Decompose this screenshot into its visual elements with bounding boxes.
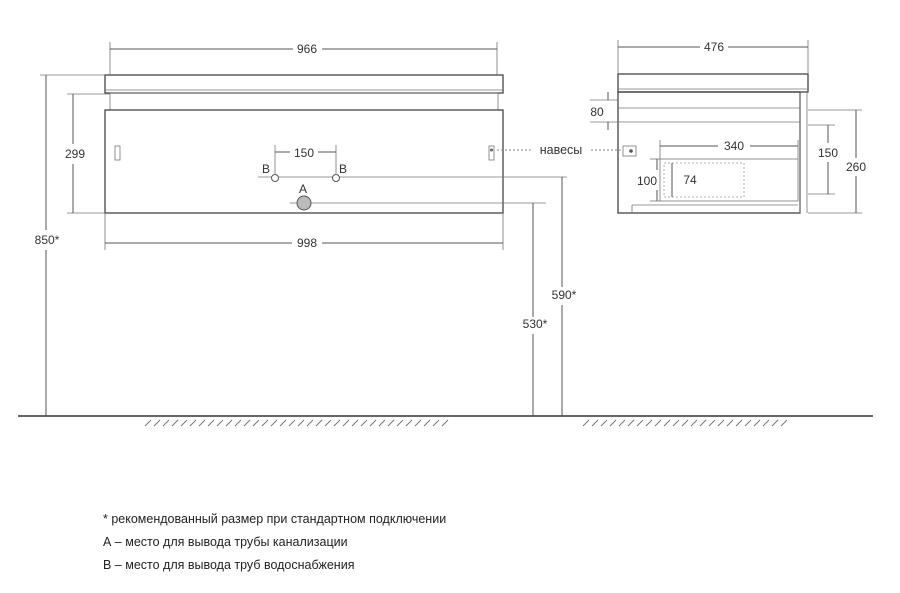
hatch-mark xyxy=(753,419,761,427)
hatch-mark xyxy=(735,419,743,427)
hatch-mark xyxy=(771,419,779,427)
floor-hatching-left xyxy=(144,419,449,427)
hatch-mark xyxy=(396,419,404,427)
hatch-mark xyxy=(405,419,413,427)
hatch-mark xyxy=(162,419,170,427)
hatch-mark xyxy=(189,419,197,427)
hatch-mark xyxy=(180,419,188,427)
legend-line-1: * рекомендованный размер при стандартном… xyxy=(103,512,447,526)
dim-width-top: 966 xyxy=(297,42,317,56)
top-strip xyxy=(109,92,499,111)
hatch-mark xyxy=(153,419,161,427)
side-view: навесы 476 80 340 150 260 xyxy=(497,40,866,214)
hatch-mark xyxy=(672,419,680,427)
dim-height-260: 260 xyxy=(846,160,866,174)
hatch-mark xyxy=(315,419,323,427)
hatch-mark xyxy=(360,419,368,427)
dim-depth: 476 xyxy=(704,40,724,54)
hatch-mark xyxy=(654,419,662,427)
dim-height-total: 850* xyxy=(35,233,60,247)
legend-line-2: А – место для вывода трубы канализации xyxy=(103,535,348,549)
hatch-mark xyxy=(243,419,251,427)
hatch-mark xyxy=(261,419,269,427)
hatch-mark xyxy=(414,419,422,427)
hatch-mark xyxy=(351,419,359,427)
dim-height-150: 150 xyxy=(818,146,838,160)
dim-width-bottom: 998 xyxy=(297,236,317,250)
dim-height-80: 80 xyxy=(590,105,604,119)
hatch-mark xyxy=(663,419,671,427)
hatch-mark xyxy=(432,419,440,427)
hatch-mark xyxy=(744,419,752,427)
hatch-mark xyxy=(618,419,626,427)
legend-line-3: В – место для вывода труб водоснабжения xyxy=(103,558,355,572)
side-hinge xyxy=(622,145,637,157)
hatch-mark xyxy=(207,419,215,427)
dim-pipe-spacing: 150 xyxy=(294,146,314,160)
hatch-mark xyxy=(762,419,770,427)
front-view: 966 998 299 850* 150 B B A 590* xyxy=(35,42,577,416)
dim-height-590: 590* xyxy=(552,288,577,302)
hatch-mark xyxy=(708,419,716,427)
cabinet-body xyxy=(104,109,504,214)
label-a: A xyxy=(299,182,307,196)
hatch-mark xyxy=(645,419,653,427)
hatch-mark xyxy=(636,419,644,427)
hatch-mark xyxy=(690,419,698,427)
sewer-outlet xyxy=(296,195,312,211)
dim-height-74: 74 xyxy=(683,173,697,187)
hatch-mark xyxy=(144,419,152,427)
hatch-mark xyxy=(600,419,608,427)
hatch-mark xyxy=(297,419,305,427)
hatch-mark xyxy=(342,419,350,427)
water-outlet-left xyxy=(271,174,279,182)
hatch-mark xyxy=(252,419,260,427)
hatch-mark xyxy=(198,419,206,427)
hatch-mark xyxy=(717,419,725,427)
hatch-mark xyxy=(234,419,242,427)
hinges-label: навесы xyxy=(540,143,583,157)
side-body xyxy=(617,91,801,214)
hatch-mark xyxy=(171,419,179,427)
hatch-mark xyxy=(423,419,431,427)
hatch-mark xyxy=(378,419,386,427)
hatch-mark xyxy=(225,419,233,427)
hatch-mark xyxy=(726,419,734,427)
hatch-mark xyxy=(780,419,788,427)
hatch-mark xyxy=(270,419,278,427)
hatch-mark xyxy=(216,419,224,427)
dim-width-340: 340 xyxy=(724,139,744,153)
hatch-mark xyxy=(609,419,617,427)
hatch-mark xyxy=(387,419,395,427)
hinge-right xyxy=(488,145,495,161)
hatch-mark xyxy=(582,419,590,427)
hatch-mark xyxy=(699,419,707,427)
hatch-mark xyxy=(306,419,314,427)
hatch-mark xyxy=(288,419,296,427)
hatch-mark xyxy=(681,419,689,427)
hatch-mark xyxy=(369,419,377,427)
hatch-mark xyxy=(591,419,599,427)
dim-height-100: 100 xyxy=(637,174,657,188)
hatch-mark xyxy=(279,419,287,427)
hatch-mark xyxy=(333,419,341,427)
side-drawer xyxy=(659,158,799,202)
hatch-mark xyxy=(441,419,449,427)
hatch-mark xyxy=(627,419,635,427)
label-b-right: B xyxy=(339,162,347,176)
hatch-mark xyxy=(324,419,332,427)
floor-hatching-right xyxy=(582,419,788,427)
dim-height-body: 299 xyxy=(65,147,85,161)
hinge-left xyxy=(114,145,121,161)
label-b-left: B xyxy=(262,162,270,176)
dim-height-530: 530* xyxy=(523,317,548,331)
